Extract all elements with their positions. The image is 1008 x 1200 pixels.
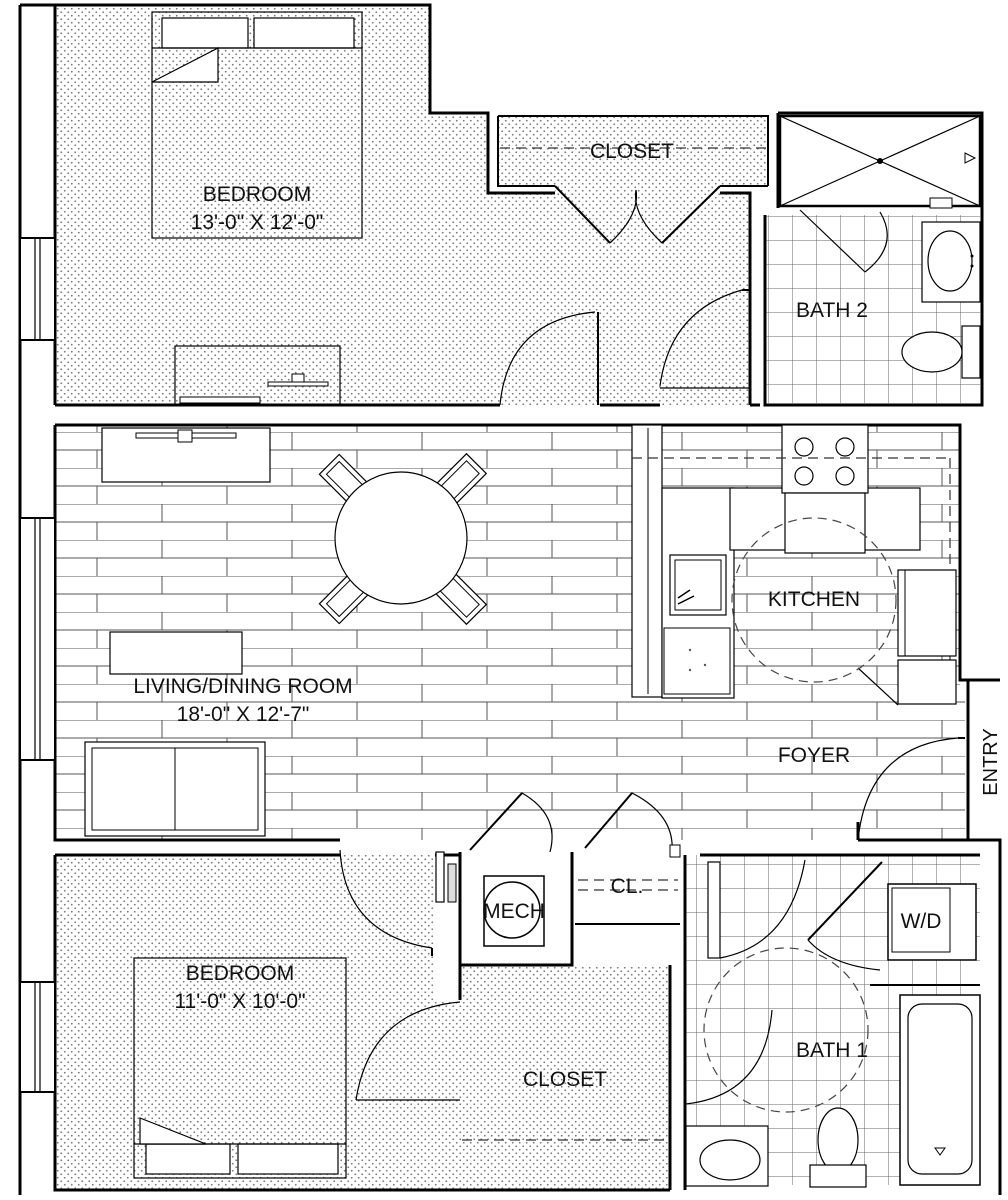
bath1-name: BATH 1 xyxy=(796,1039,868,1062)
window-middle xyxy=(19,517,56,761)
mech-cl-doors xyxy=(435,792,681,903)
bedroom-bottom-name: BEDROOM xyxy=(186,962,295,985)
window-bottom xyxy=(19,981,56,1093)
bed-bottom xyxy=(133,957,347,1179)
cl-name: CL. xyxy=(611,875,644,898)
bed-top xyxy=(151,11,363,239)
bedroom-top-dims: 13'-0" X 12'-0" xyxy=(191,211,324,234)
bedroom-top-name: BEDROOM xyxy=(203,183,312,206)
coffee-table xyxy=(109,631,243,675)
dining-table xyxy=(318,452,488,626)
kitchen-name: KITCHEN xyxy=(768,588,860,611)
foyer-name: FOYER xyxy=(778,744,850,767)
mech-name: MECH xyxy=(483,900,545,923)
kitchen-counters xyxy=(631,424,957,706)
room-labels: BEDROOM 13'-0" X 12'-0" CLOSET BATH 2 KI… xyxy=(133,140,1002,1091)
shower xyxy=(778,114,982,209)
closet-top-doors xyxy=(554,185,721,244)
closet-top-name: CLOSET xyxy=(590,140,674,163)
living-name: LIVING/DINING ROOM xyxy=(133,675,352,698)
bath2-toilet xyxy=(901,325,981,379)
living-dims: 18'-0" X 12'-7" xyxy=(177,703,310,726)
entry-name: ENTRY xyxy=(980,728,1002,795)
closet-bottom-name: CLOSET xyxy=(523,1068,607,1091)
wd-name: W/D xyxy=(901,910,942,933)
bath1-fixtures xyxy=(685,859,981,1188)
tv-console xyxy=(101,427,271,483)
bath2-sink xyxy=(921,221,981,303)
windows xyxy=(19,237,56,1093)
mech-unit xyxy=(483,875,545,947)
sofa xyxy=(84,741,266,837)
bedroom-bottom-dims: 11'-0" X 10'-0" xyxy=(174,990,305,1013)
bedroom-top-floor xyxy=(55,8,750,405)
bath2-name: BATH 2 xyxy=(796,299,868,322)
window-top xyxy=(19,237,56,341)
bedroom-bottom-floor xyxy=(55,855,670,1190)
dresser-top xyxy=(174,345,341,406)
cl-floor xyxy=(575,852,680,924)
closet-top-floor xyxy=(498,116,768,186)
